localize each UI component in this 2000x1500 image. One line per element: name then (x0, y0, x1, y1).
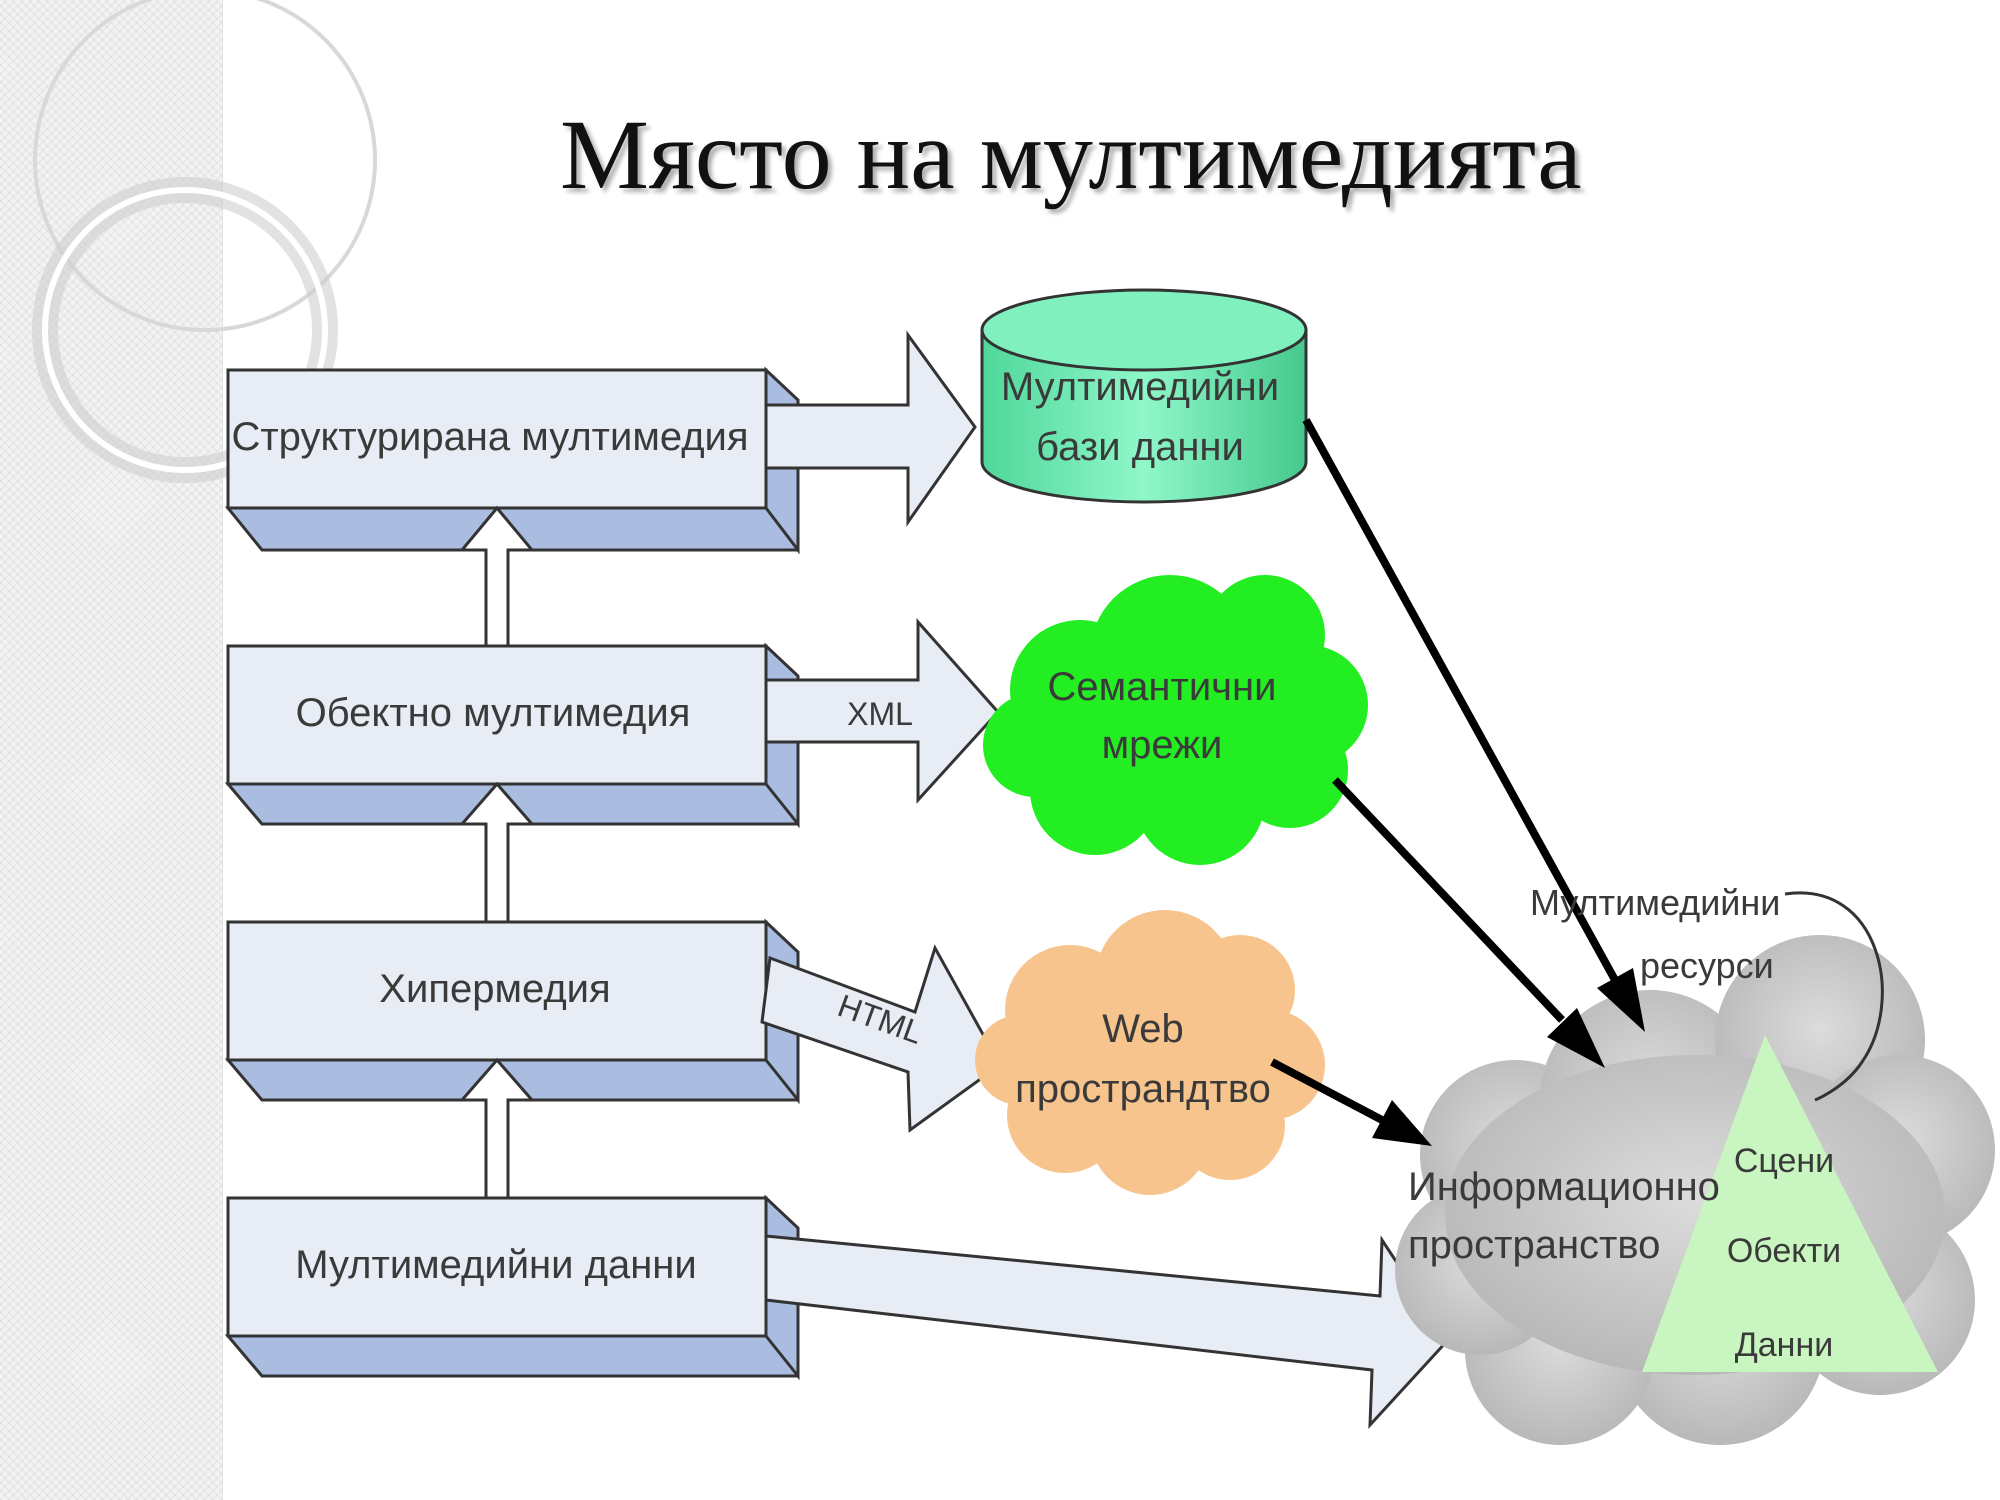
resources-pyramid (1642, 1035, 1938, 1372)
databases-label-line2: бази данни (1036, 425, 1244, 469)
info-space-label-line2: пространство (1408, 1223, 1660, 1267)
level-label-structured: Структурирана мултимедия (231, 415, 748, 459)
resources-bracket (1784, 891, 1884, 1102)
black-arrows (1270, 418, 1645, 1146)
level-label-object: Обектно мултимедия (296, 691, 691, 735)
level-box-hyper (224, 918, 800, 1105)
pyramid-label-scenes: Сцени (1734, 1142, 1834, 1180)
level-label-hyper: Хипермедия (379, 967, 610, 1011)
semantic-label-line2: мрежи (1102, 723, 1223, 767)
up-arrow-hyper-to-object (458, 781, 536, 924)
pyramid-label-objects: Обекти (1727, 1232, 1841, 1270)
web-label-line2: пространдтво (1015, 1067, 1271, 1111)
decorative-rings (32, 0, 377, 483)
pyramid-label-data: Данни (1735, 1326, 1833, 1364)
databases-cylinder (980, 288, 1308, 504)
level-box-data (224, 1194, 800, 1381)
slide-title: Място на мултимедията (560, 99, 1582, 210)
semantic-cloud (983, 575, 1368, 865)
block-arrow-html (760, 944, 1002, 1133)
level-box-object (224, 642, 800, 829)
web-cloud (975, 910, 1325, 1195)
level-box-structured (224, 366, 800, 555)
decorative-side-strip (0, 0, 223, 1500)
block-arrow-data-to-info-space (764, 1234, 1450, 1430)
up-arrow-data-to-hyper (458, 1057, 536, 1200)
connector-label-xml: XML (847, 696, 913, 732)
level-label-data: Мултимедийни данни (295, 1243, 696, 1287)
block-arrow-to-databases (764, 330, 977, 527)
resources-label-line1: Мултимедийни (1530, 882, 1780, 923)
info-space-label-line1: Информационно (1408, 1165, 1720, 1209)
resources-label-line2: ресурси (1640, 945, 1774, 986)
block-arrow-xml (764, 618, 1001, 804)
web-label-line1: Web (1102, 1007, 1184, 1051)
semantic-label-line1: Семантични (1048, 665, 1277, 709)
databases-label-line1: Мултимедийни (1001, 365, 1279, 409)
up-arrow-object-to-structured (458, 505, 536, 648)
